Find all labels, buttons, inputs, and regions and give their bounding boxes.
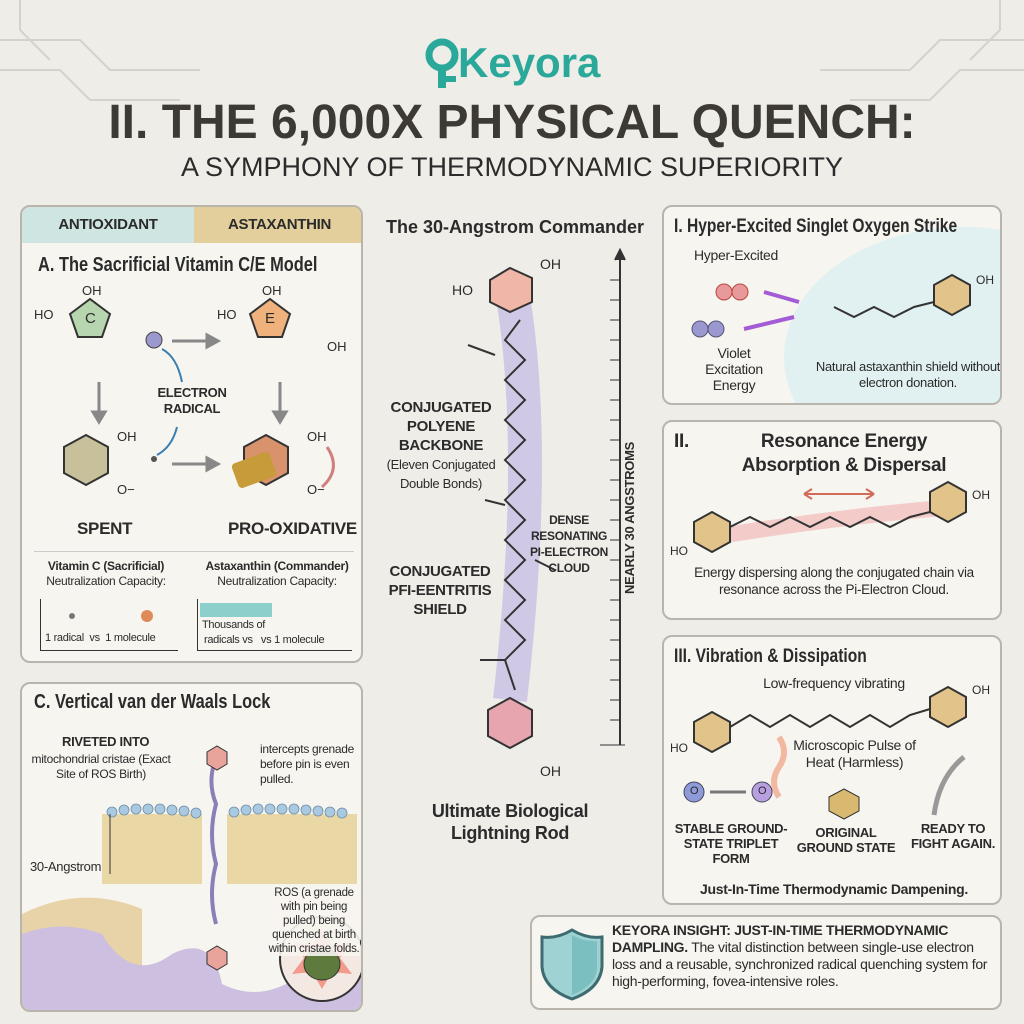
page-subtitle: A SYMPHONY OF THERMODYNAMIC SUPERIORITY — [180, 152, 844, 182]
label-oh: OH — [972, 488, 990, 502]
label-o: O — [758, 785, 767, 797]
backbone-subtitle: (Eleven Conjugated Double Bonds) — [386, 457, 496, 491]
intercepts-label: intercepts grenade before pin is even pu… — [260, 742, 354, 786]
label-oh: OH — [540, 763, 561, 779]
asta-capacity: Astaxanthin (Commander) Neutralization C… — [192, 559, 361, 589]
panel-title: C. Vertical van der Waals Lock — [34, 691, 271, 713]
asta-caption: Thousands of — [202, 619, 266, 631]
vitc-title: Vitamin C (Sacrificial) — [47, 559, 165, 573]
panel-singlet-oxygen: I. Hyper-Excited Singlet Oxygen Strike H… — [662, 205, 1002, 405]
electron-radical-label: ELECTRON RADICAL — [157, 385, 227, 416]
vitc-subtitle: Neutralization Capacity: — [46, 574, 166, 588]
tab-astaxanthin: ASTAXANTHIN — [194, 207, 361, 243]
insight-body: The vital distinction between single-use… — [612, 939, 988, 989]
center-title: The 30-Angstrom Commander — [385, 217, 645, 237]
insight-text: KEYORA INSIGHT: JUST-IN-TIME THERMODYNAM… — [612, 922, 997, 990]
panel-title: III. Vibration & Dissipation — [674, 646, 867, 667]
spent-label: SPENT — [77, 519, 133, 538]
vitc-chart: 1 radical vs 1 molecule — [40, 599, 178, 651]
asta-subtitle: Neutralization Capacity: — [217, 574, 337, 588]
vibration-diagram — [683, 685, 967, 820]
tab-antioxidant: ANTIOXIDANT — [22, 207, 194, 243]
ring-label-e: E — [265, 310, 276, 327]
label-o-minus: O− — [117, 482, 135, 497]
asta-chart: Thousands of radicals vs vs 1 molecule — [197, 599, 352, 651]
ros-callout: ROS (a grenade with pin being pulled) be… — [268, 886, 360, 956]
radical-dot — [69, 613, 75, 619]
divider — [34, 551, 354, 552]
angstrom-label: 30-Angstrom — [30, 859, 102, 875]
label-ho: HO — [217, 307, 237, 322]
resonance-caption: Energy dispersing along the conjugated c… — [694, 565, 974, 597]
pro-oxidative-label: PRO-OXIDATIVE — [228, 519, 357, 538]
panel-van-der-waals: C. Vertical van der Waals Lock RIVETED I… — [20, 682, 363, 1012]
panel-resonance: II. Resonance Energy Absorption & Disper… — [662, 420, 1002, 620]
insight-heading: KEYORA INSIGHT: JUST-IN-TIME THERMODYNAM… — [612, 922, 949, 955]
brand-logo: Keyora — [420, 38, 620, 88]
violet-label: Violet Excitation Energy — [705, 345, 763, 393]
heat-pulse-label: Microscopic Pulse of Heat (Harmless) — [793, 737, 916, 770]
circuit-decoration — [0, 0, 1024, 101]
label-oh: OH — [117, 429, 137, 444]
panel-title: Resonance Energy Absorption & Dispersal — [741, 431, 947, 476]
stable-label: STABLE GROUND-STATE TRIPLET FORM — [674, 821, 788, 866]
panel-sacrificial-model: ANTIOXIDANT ASTAXANTHIN A. The Sacrifici… — [20, 205, 363, 663]
riveted-sub: mitochondrial cristae (Exact Site of ROS… — [31, 752, 171, 781]
low-frequency-label: Low-frequency vibrating — [763, 675, 905, 691]
original-label: ORIGINAL GROUND STATE — [796, 825, 896, 855]
panel-title: I. Hyper-Excited Singlet Oxygen Strike — [674, 216, 958, 237]
label-oh: OH — [540, 256, 561, 272]
label-ho: HO — [452, 282, 473, 298]
ring-label-c: C — [85, 310, 96, 327]
label-ho: HO — [34, 307, 54, 322]
page-title: II. THE 6,000X PHYSICAL QUENCH: — [108, 96, 916, 149]
key-icon — [425, 38, 459, 88]
ready-label: READY TO FIGHT AGAIN. — [910, 821, 996, 851]
center-footer: Ultimate Biological Lightning Rod — [431, 801, 589, 843]
capacity-bar — [200, 603, 272, 617]
riveted-label: RIVETED INTO — [62, 734, 150, 749]
vitamin-diagram — [63, 297, 335, 489]
label-oh: OH — [82, 283, 102, 298]
brand-name: Keyora — [458, 39, 601, 86]
label-oh: OH — [327, 339, 347, 354]
insight-box: KEYORA INSIGHT: JUST-IN-TIME THERMODYNAM… — [530, 915, 1002, 1010]
shield-label: CONJUGATED PFI-EENTRITIS SHIELD — [388, 563, 492, 618]
resonance-diagram — [693, 480, 967, 554]
vitc-capacity: Vitamin C (Sacrificial) Neutralization C… — [26, 559, 186, 589]
shield-icon — [540, 928, 604, 1001]
label-oh: OH — [972, 683, 990, 697]
asta-title: Astaxanthin (Commander) — [205, 559, 349, 573]
astaxanthin-molecule — [467, 247, 626, 750]
cloud-label: DENSE RESONATING PI-ELECTRON CLOUD — [529, 513, 609, 575]
label-oh: OH — [976, 273, 994, 287]
label-oh: OH — [307, 429, 327, 444]
shield-label: Natural astaxanthin shield without elect… — [815, 359, 1001, 390]
label-oh: OH — [262, 283, 282, 298]
ruler-label: NEARLY 30 ANGSTROMS — [622, 441, 637, 595]
label-o: O — [690, 785, 699, 797]
panel-number: II. — [674, 431, 689, 452]
membrane-diagram — [22, 745, 361, 1010]
singlet-oxygen-diagram — [691, 227, 1000, 403]
label-o-minus: O− — [307, 482, 325, 497]
backbone-title: CONJUGATED POLYENE BACKBONE — [390, 399, 492, 454]
backbone-label: CONJUGATED POLYENE BACKBONE (Eleven Conj… — [376, 398, 506, 493]
panel-vibration: III. Vibration & Dissipation Low-frequen… — [662, 635, 1002, 905]
label-ho: HO — [670, 544, 688, 558]
hyper-label: Hyper-Excited — [694, 247, 779, 263]
vitc-caption: 1 radical vs 1 molecule — [45, 632, 156, 644]
molecule-dot — [141, 610, 153, 622]
panel-title: A. The Sacrificial Vitamin C/E Model — [38, 254, 318, 276]
label-ho: HO — [670, 741, 688, 755]
asta-caption: radicals vs vs 1 molecule — [204, 634, 325, 646]
panel-footer: Just-In-Time Thermodynamic Dampening. — [700, 881, 968, 897]
